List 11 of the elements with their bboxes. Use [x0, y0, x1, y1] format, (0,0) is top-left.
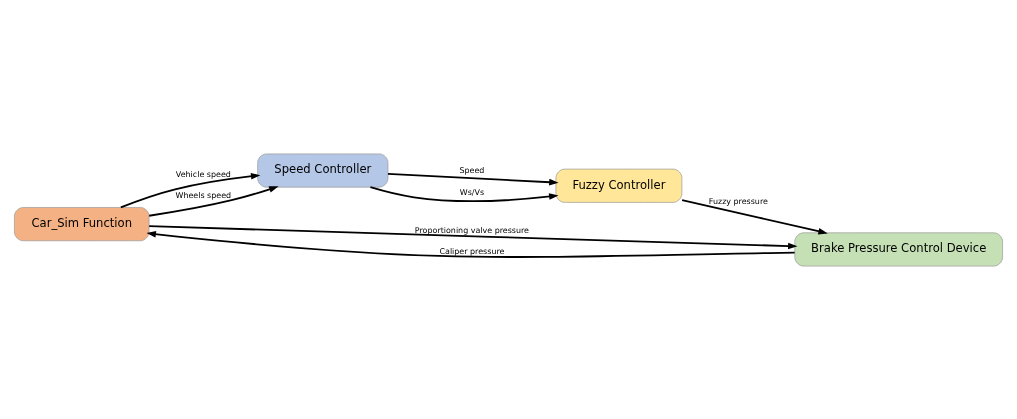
- arrow: [119, 172, 261, 208]
- node-box: Brake Pressure Control Device: [794, 231, 1003, 266]
- node-box: Fuzzy Controller: [555, 168, 683, 203]
- arrow: [148, 185, 279, 217]
- node-box: Speed Controller: [257, 153, 389, 188]
- arrow: [369, 185, 559, 202]
- arrow: [681, 198, 828, 234]
- node-box: Car_Sim Function: [14, 206, 150, 241]
- arrow: [387, 172, 559, 185]
- arrow: [148, 224, 798, 249]
- arrow: [146, 230, 796, 258]
